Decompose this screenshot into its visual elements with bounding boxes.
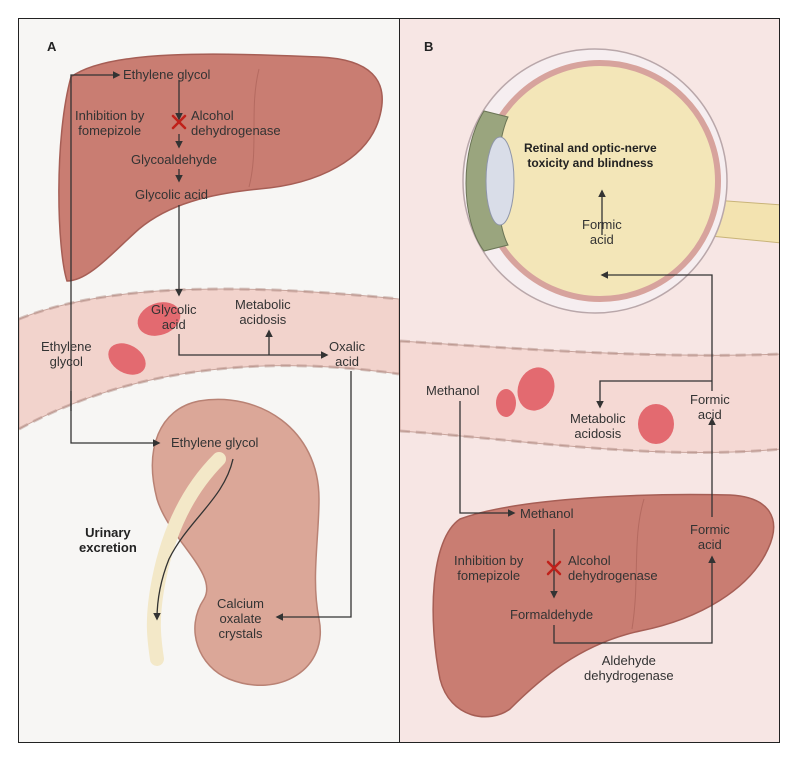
label-formic-acid-eye: Formic acid <box>582 217 622 247</box>
label-glycoaldehyde: Glycoaldehyde <box>131 152 217 167</box>
panel-b: B Retinal and optic-nerve toxicity and b… <box>399 19 779 742</box>
label-metabolic-acidosis-b: Metabolic acidosis <box>570 411 626 441</box>
label-alcohol-dehydrogenase: Alcohol dehydrogenase <box>191 108 281 138</box>
label-ethylene-glycol-blood: Ethylene glycol <box>41 339 92 369</box>
label-inhibition-fomepizole-b: Inhibition by fomepizole <box>454 553 524 583</box>
figure-frame: A Ethylene glycol Inhibition by fomepizo… <box>18 18 780 743</box>
label-glycolic-acid-liver: Glycolic acid <box>135 187 208 202</box>
red-blood-cell <box>517 367 555 411</box>
label-retinal-toxicity: Retinal and optic-nerve toxicity and bli… <box>524 141 657 170</box>
label-glycolic-acid-blood: Glycolic acid <box>151 302 197 332</box>
label-formaldehyde: Formaldehyde <box>510 607 594 622</box>
panel-a-artwork <box>19 53 399 686</box>
label-formic-acid-blood: Formic acid <box>690 392 730 422</box>
label-methanol-blood: Methanol <box>426 383 480 398</box>
inhibition-x-icon <box>546 560 562 576</box>
panel-a: A Ethylene glycol Inhibition by fomepizo… <box>19 19 399 742</box>
panel-a-letter: A <box>47 39 57 54</box>
liver-b <box>432 493 775 718</box>
liver-a <box>58 53 383 282</box>
label-aldehyde-dehydrogenase: Aldehyde dehydrogenase <box>584 653 674 683</box>
label-formic-acid-liver: Formic acid <box>690 522 730 552</box>
label-calcium-oxalate-crystals: Calcium oxalate crystals <box>217 596 264 641</box>
label-alcohol-dehydrogenase-b: Alcohol dehydrogenase <box>568 553 658 583</box>
panel-b-artwork <box>400 48 779 718</box>
inhibition-x-icon <box>171 114 187 130</box>
label-methanol-liver: Methanol <box>520 506 574 521</box>
label-oxalic-acid: Oxalic acid <box>329 339 366 369</box>
label-urinary-excretion: Urinary excretion <box>79 525 137 555</box>
panel-b-letter: B <box>424 39 434 54</box>
label-ethylene-glycol-liver: Ethylene glycol <box>123 67 211 82</box>
label-ethylene-glycol-kidney: Ethylene glycol <box>171 435 259 450</box>
red-blood-cell <box>496 389 516 417</box>
red-blood-cell <box>108 343 146 375</box>
label-metabolic-acidosis: Metabolic acidosis <box>235 297 291 327</box>
label-inhibition-fomepizole: Inhibition by fomepizole <box>75 108 145 138</box>
red-blood-cell <box>638 404 674 444</box>
red-blood-cell <box>137 302 181 336</box>
